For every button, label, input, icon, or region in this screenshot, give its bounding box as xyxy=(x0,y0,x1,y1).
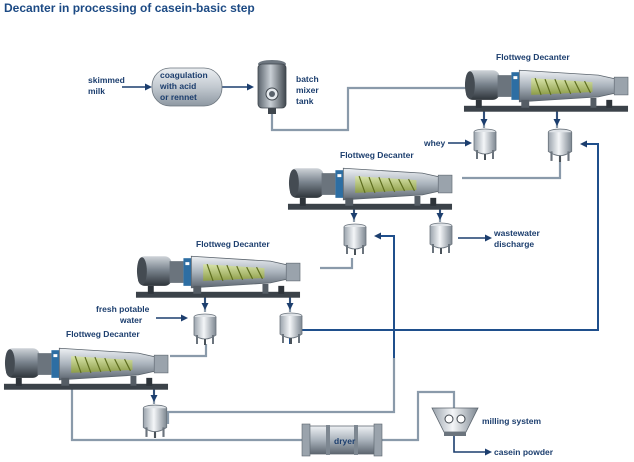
intermediate-tank-2 xyxy=(343,223,367,256)
label-batch: batch xyxy=(296,74,319,84)
label-fresh-water-2: water xyxy=(119,315,143,325)
intermediate-tank-3 xyxy=(193,313,217,346)
decanter-1-title: Flottweg Decanter xyxy=(496,52,570,62)
label-coagulation-3: or rennet xyxy=(160,92,197,102)
label-wastewater-1: wastewater xyxy=(493,228,541,238)
label-milling-system: milling system xyxy=(482,416,541,426)
page-title: Decanter in processing of casein-basic s… xyxy=(4,1,255,15)
labels: skimmed milk coagulation with acid or re… xyxy=(66,52,570,457)
decanter-3-title: Flottweg Decanter xyxy=(196,239,270,249)
decanter-3 xyxy=(135,255,301,299)
intermediate-tank-4 xyxy=(279,312,303,344)
decanter-4 xyxy=(3,347,169,391)
label-skimmed-milk-1: skimmed xyxy=(88,75,125,85)
decanter-2 xyxy=(287,167,453,211)
whey-tank xyxy=(473,128,497,160)
label-tank: tank xyxy=(296,96,314,106)
label-coagulation-1: coagulation xyxy=(160,70,208,80)
decanter-2-title: Flottweg Decanter xyxy=(340,150,414,160)
batch-mixer-tank xyxy=(257,60,287,114)
intermediate-tank-5 xyxy=(142,404,168,438)
wastewater-tank xyxy=(429,222,453,254)
dryer xyxy=(301,423,383,457)
coagulation-vessel xyxy=(151,67,223,107)
label-whey: whey xyxy=(423,138,446,148)
intermediate-tank-1 xyxy=(547,128,573,162)
label-wastewater-2: discharge xyxy=(494,239,534,249)
decanter-4-title: Flottweg Decanter xyxy=(66,329,140,339)
label-fresh-water-1: fresh potable xyxy=(96,304,150,314)
label-coagulation-2: with acid xyxy=(159,81,196,91)
label-casein-powder: casein powder xyxy=(494,447,554,457)
label-dryer: dryer xyxy=(334,436,356,446)
label-skimmed-milk-2: milk xyxy=(88,86,105,96)
milling-system xyxy=(431,407,479,436)
decanter-1 xyxy=(463,69,629,113)
label-mixer: mixer xyxy=(296,85,319,95)
